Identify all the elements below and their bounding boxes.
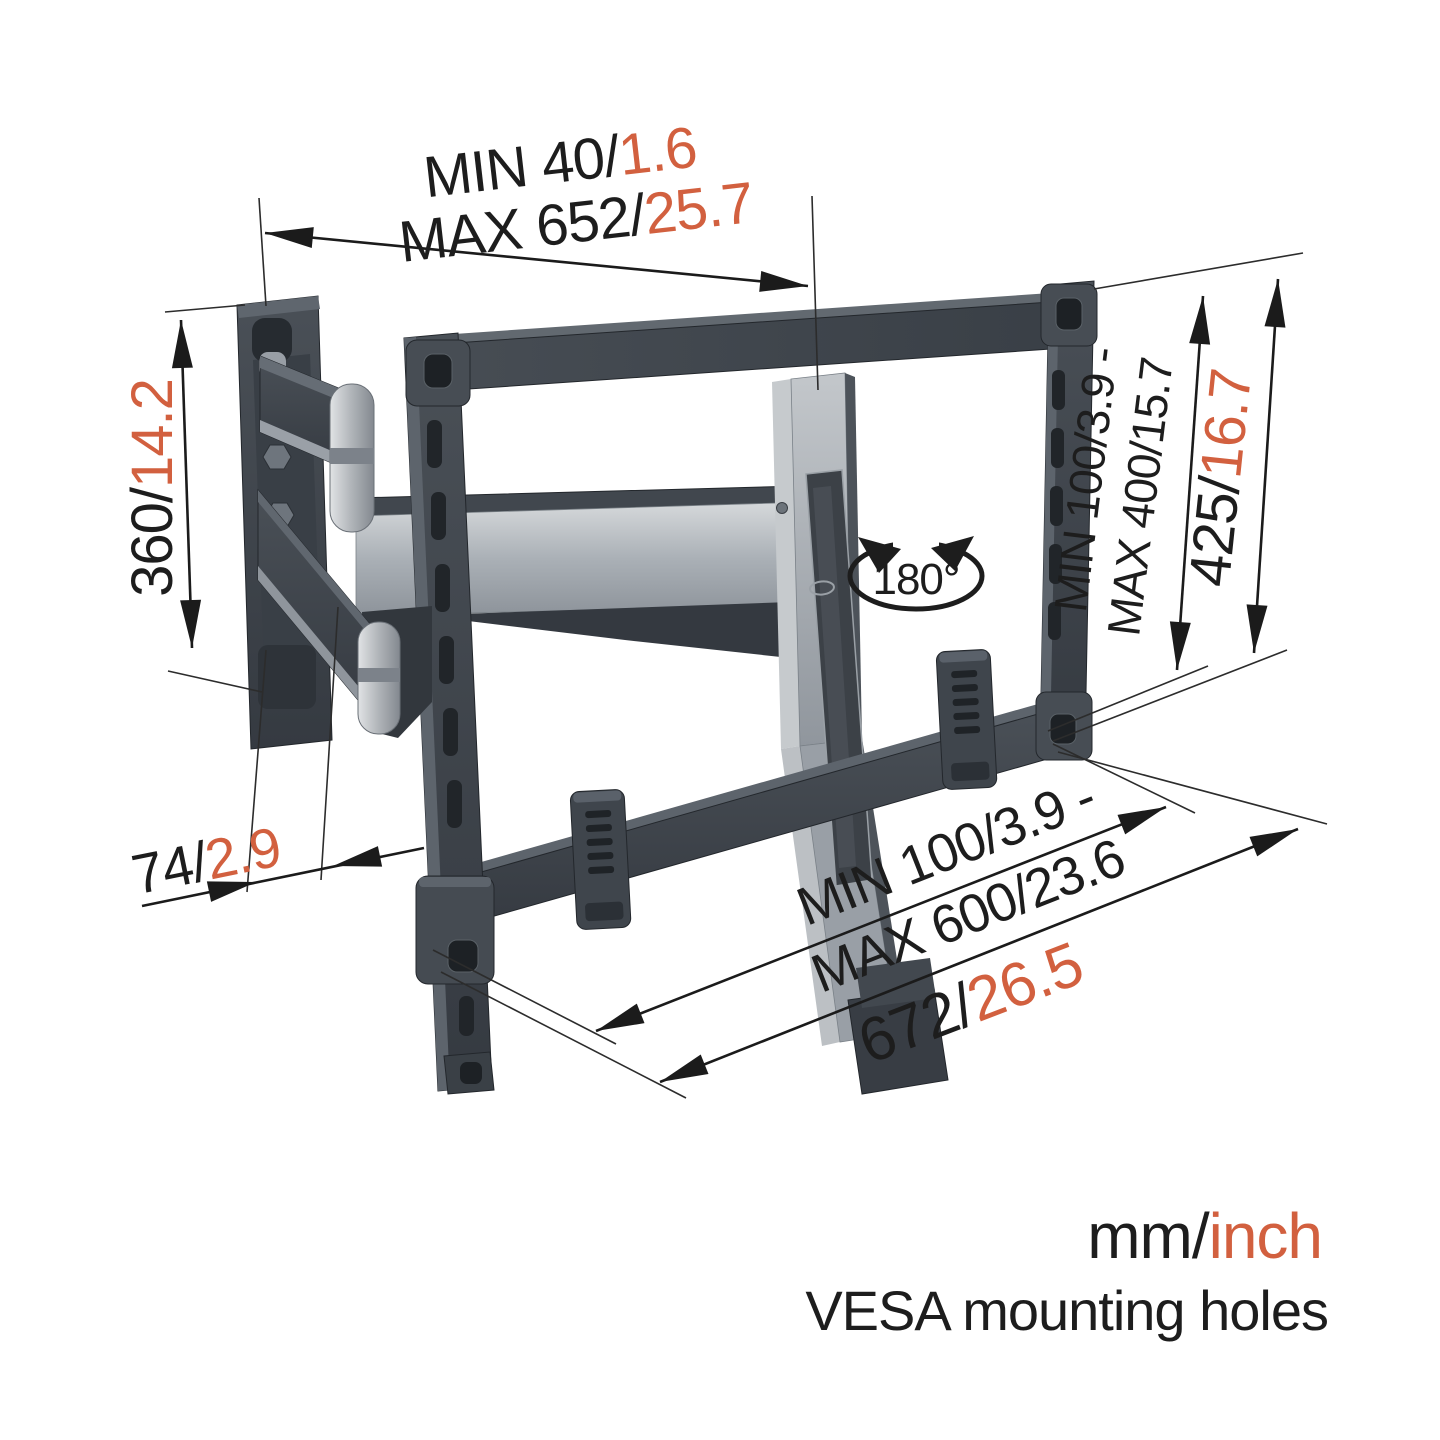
left-rail-foot-hole (447, 939, 479, 973)
lower-arm-top-face (258, 490, 378, 646)
right-rail-slot (1050, 486, 1063, 526)
swivel-arrow-left (858, 537, 901, 573)
swivel-icon: 180° (847, 532, 985, 612)
left-rail-slot (427, 420, 442, 468)
swivel-gap-mask (893, 532, 939, 558)
label-plate-height: 360/14.2 (120, 379, 185, 597)
dim-vesa-vertical (1175, 295, 1205, 671)
dim-bracket-width (659, 827, 1299, 1084)
label-bracket-height: 425/16.7 (1177, 366, 1264, 589)
left-rail-slot (431, 492, 446, 540)
left-rail-slot (447, 780, 462, 828)
rail-clamp-left (569, 789, 632, 930)
legend: mm/inch VESA mounting holes (805, 1200, 1329, 1342)
rail-clamp-right (935, 649, 998, 790)
top-rail (424, 291, 1081, 393)
dim-vesa-horizontal (595, 805, 1167, 1033)
swivel-angle-label: 180° (872, 555, 959, 604)
left-rail-end-hole (460, 1062, 482, 1084)
wall-plate-assembly (236, 295, 432, 750)
column-screw (776, 502, 788, 514)
upper-arm-silver-edge (260, 420, 348, 470)
right-rail-slot (1048, 602, 1061, 640)
left-rail-slot (459, 996, 474, 1036)
dim-bracket-height (1252, 278, 1280, 654)
right-rail-slot (1051, 428, 1064, 468)
label-plate-depth: 74/2.9 (126, 815, 285, 907)
forearm-underside (460, 602, 790, 658)
lower-arm-silver-edge (258, 566, 378, 724)
right-rail-slot (1049, 544, 1062, 584)
vogels-logo-mark (809, 580, 835, 596)
lower-elbow-band (358, 668, 400, 682)
wall-plate-top-face (237, 296, 320, 318)
extension-lines (164, 195, 1328, 1099)
column-right-edge (845, 373, 862, 740)
swivel-arrow-right (931, 536, 974, 571)
right-rail (1035, 280, 1098, 761)
wall-plate-lower-recess (258, 645, 316, 709)
hex-screw-upper (262, 444, 292, 470)
left-rail-slot (443, 708, 458, 756)
dim-plate-height (179, 319, 194, 649)
dim-arm-extension (264, 231, 809, 288)
arm-pivot-knob (252, 318, 292, 362)
left-rail-slot (439, 636, 454, 684)
left-rail-foot-top (419, 877, 491, 887)
right-rail-slot (1052, 370, 1065, 410)
upper-arm-top-face (260, 356, 348, 404)
right-rail-top-hole (1055, 297, 1083, 331)
left-rail-top-hole (423, 353, 453, 389)
left-rail (403, 332, 495, 1095)
upper-elbow-band (330, 448, 374, 464)
bottom-rail (431, 649, 1059, 933)
legend-footnote: VESA mounting holes (805, 1279, 1328, 1342)
legend-units: mm/inch (1087, 1200, 1322, 1272)
left-rail-slot (435, 564, 450, 612)
